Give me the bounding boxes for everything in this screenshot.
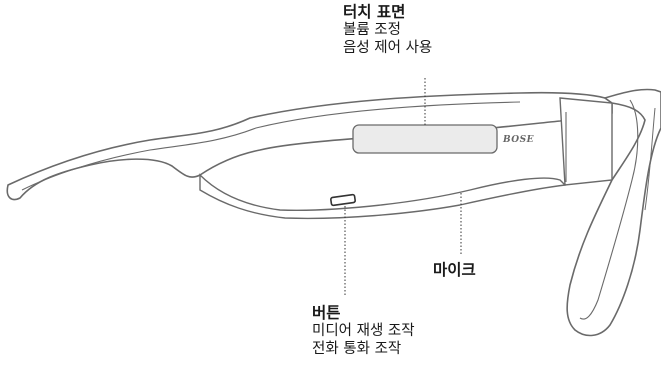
control-button[interactable] <box>330 193 356 207</box>
touch-surface-line-2: 음성 제어 사용 <box>343 40 433 56</box>
button-line-2: 전화 통화 조작 <box>312 341 402 357</box>
button-callout: 버튼 미디어 재생 조작 전화 통화 조작 <box>312 304 415 358</box>
button-title: 버튼 <box>312 304 341 322</box>
touch-surface-title: 터치 표면 <box>343 3 406 21</box>
temple-arm-inner <box>21 101 521 191</box>
button-line-1: 미디어 재생 조작 <box>312 323 415 339</box>
touch-surface-line-1: 볼륨 조정 <box>343 22 401 38</box>
lens-edge <box>644 107 656 211</box>
temple-lower-body <box>199 173 567 220</box>
touch-surface-pad[interactable] <box>352 124 498 154</box>
microphone-title: 마이크 <box>433 261 476 279</box>
brand-logo: BOSE <box>502 135 534 145</box>
microphone-callout: 마이크 <box>433 261 476 279</box>
hinge-front <box>559 97 613 186</box>
lens-frame-inner <box>579 99 639 320</box>
touch-surface-callout: 터치 표면 볼륨 조정 음성 제어 사용 <box>343 3 432 57</box>
